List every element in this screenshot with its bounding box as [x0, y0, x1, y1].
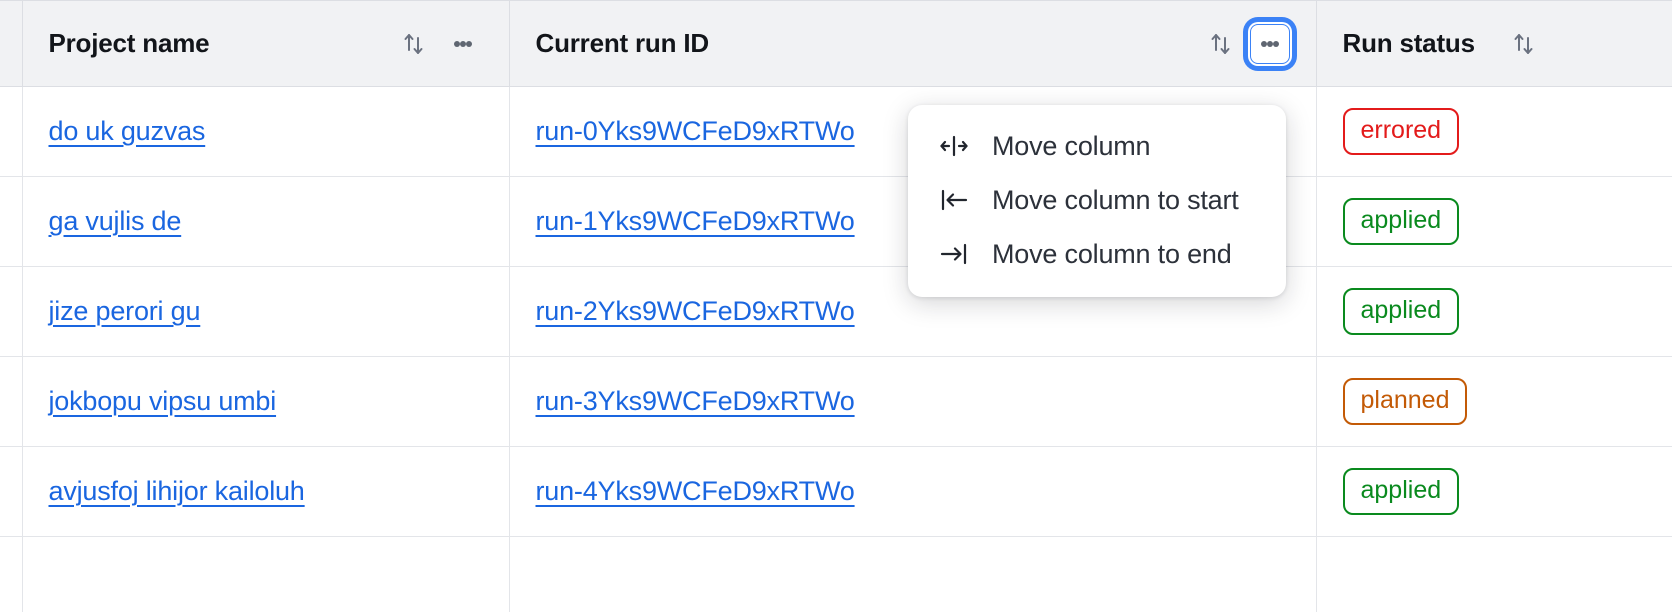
sort-arrows-icon[interactable] [1509, 27, 1539, 61]
table-row [0, 536, 1672, 612]
run-id-link[interactable]: run-3Yks9WCFeD9xRTWo [535, 386, 855, 416]
kebab-dot [453, 40, 460, 47]
run-id-link[interactable]: run-4Yks9WCFeD9xRTWo [535, 476, 855, 506]
status-badge: errored [1342, 108, 1460, 155]
table-row: jize perori gu run-2Yks9WCFeD9xRTWo appl… [0, 266, 1672, 357]
cell-project-name [22, 536, 510, 612]
table-row: ga vujlis de run-1Yks9WCFeD9xRTWo applie… [0, 176, 1672, 267]
column-header-project-name[interactable]: Project name [22, 0, 510, 87]
cell-run-status [1316, 536, 1672, 612]
column-header-run-status-label: Run status [1342, 28, 1476, 58]
menu-item-move-column-to-end[interactable]: Move column to end [908, 227, 1286, 281]
cell-run-status: applied [1316, 266, 1672, 357]
project-name-link[interactable]: jize perori gu [48, 296, 201, 326]
row-select-cell[interactable] [0, 536, 23, 612]
table-body: do uk guzvas run-0Yks9WCFeD9xRTWo errore… [0, 86, 1672, 612]
run-id-link[interactable]: run-0Yks9WCFeD9xRTWo [535, 116, 855, 146]
menu-item-label: Move column [992, 130, 1151, 161]
cell-run-status: applied [1316, 176, 1672, 267]
row-select-cell[interactable] [0, 176, 23, 267]
column-header-select [0, 0, 23, 87]
kebab-menu-icon-project-name[interactable] [443, 24, 483, 64]
table-row: do uk guzvas run-0Yks9WCFeD9xRTWo errore… [0, 86, 1672, 177]
cell-project-name: do uk guzvas [22, 86, 510, 177]
cell-run-status: planned [1316, 356, 1672, 447]
row-select-cell[interactable] [0, 446, 23, 537]
project-name-link[interactable]: avjusfoj lihijor kailoluh [48, 476, 305, 506]
column-header-run-status[interactable]: Run status [1316, 0, 1672, 87]
table-header: Project name [0, 0, 1672, 87]
row-select-cell[interactable] [0, 356, 23, 447]
table-header-row: Project name [0, 0, 1672, 87]
move-column-icon [938, 130, 970, 162]
status-badge: applied [1342, 468, 1460, 515]
menu-item-move-column[interactable]: Move column [908, 119, 1286, 173]
run-id-link[interactable]: run-1Yks9WCFeD9xRTWo [535, 206, 855, 236]
column-options-menu: Move column Move column to start Move co… [908, 105, 1286, 297]
menu-item-move-column-to-start[interactable]: Move column to start [908, 173, 1286, 227]
cell-current-run-id [509, 536, 1317, 612]
move-to-end-icon [938, 238, 970, 270]
kebab-menu-icon-current-run-id[interactable] [1249, 23, 1290, 64]
kebab-dot [1260, 40, 1267, 47]
cell-project-name: jize perori gu [22, 266, 510, 357]
cell-project-name: avjusfoj lihijor kailoluh [22, 446, 510, 537]
table-row: jokbopu vipsu umbi run-3Yks9WCFeD9xRTWo … [0, 356, 1672, 447]
menu-item-label: Move column to end [992, 238, 1232, 269]
kebab-dot [459, 40, 466, 47]
column-header-current-run-id[interactable]: Current run ID [509, 0, 1317, 87]
cell-project-name: jokbopu vipsu umbi [22, 356, 510, 447]
kebab-dot [1266, 40, 1273, 47]
cell-current-run-id: run-4Yks9WCFeD9xRTWo [509, 446, 1317, 537]
cell-run-status: errored [1316, 86, 1672, 177]
table-row: avjusfoj lihijor kailoluh run-4Yks9WCFeD… [0, 446, 1672, 537]
status-badge: planned [1342, 378, 1468, 425]
kebab-dot [465, 40, 472, 47]
run-id-link[interactable]: run-2Yks9WCFeD9xRTWo [535, 296, 855, 326]
cell-run-status: applied [1316, 446, 1672, 537]
menu-item-label: Move column to start [992, 184, 1239, 215]
column-header-project-name-label: Project name [48, 28, 210, 58]
project-name-link[interactable]: jokbopu vipsu umbi [48, 386, 277, 416]
kebab-dot [1272, 40, 1279, 47]
column-header-current-run-id-label: Current run ID [535, 28, 710, 58]
project-name-link[interactable]: ga vujlis de [48, 206, 182, 236]
cell-current-run-id: run-3Yks9WCFeD9xRTWo [509, 356, 1317, 447]
status-badge: applied [1342, 198, 1460, 245]
sort-arrows-icon[interactable] [399, 27, 429, 61]
status-badge: applied [1342, 288, 1460, 335]
row-select-cell[interactable] [0, 86, 23, 177]
project-name-link[interactable]: do uk guzvas [48, 116, 206, 146]
move-to-start-icon [938, 184, 970, 216]
sort-arrows-icon[interactable] [1206, 27, 1236, 61]
row-select-cell[interactable] [0, 266, 23, 357]
cell-project-name: ga vujlis de [22, 176, 510, 267]
